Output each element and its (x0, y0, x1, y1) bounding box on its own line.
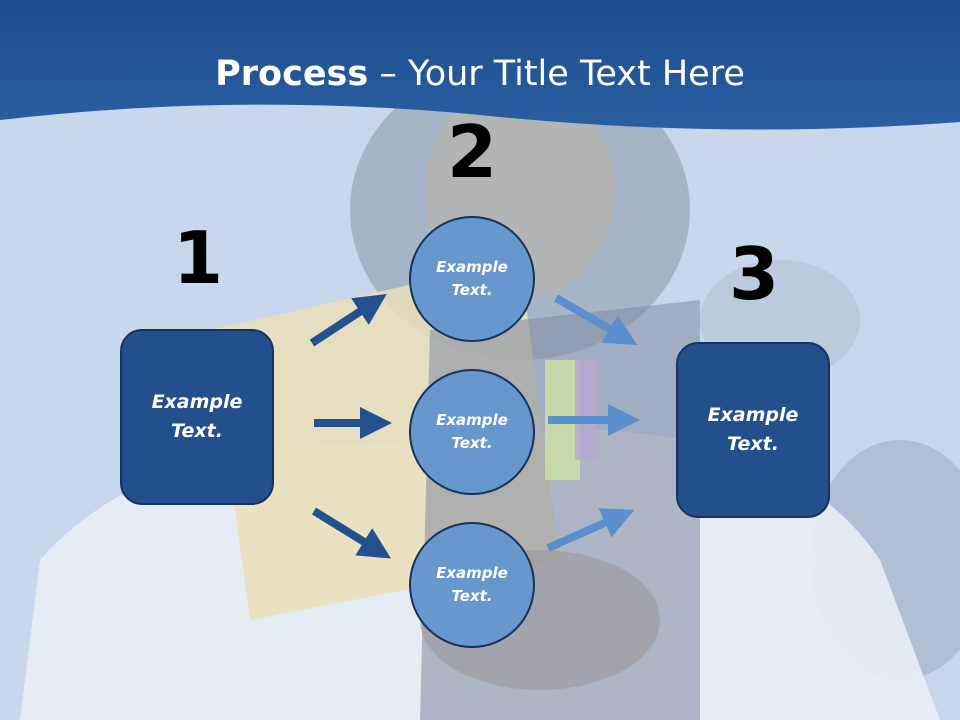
step-circle-bottom-text: Example Text. (436, 564, 508, 605)
step-circle-top[interactable]: Example Text. (409, 216, 535, 342)
step-box-3-text: Example Text. (707, 404, 799, 455)
step-box-3[interactable]: Example Text. (676, 342, 830, 518)
step-circle-bottom[interactable]: Example Text. (409, 522, 535, 648)
step-number-2: 2 (446, 110, 498, 194)
step-box-1-text: Example Text. (151, 391, 243, 442)
arrow-to-box-down-icon (553, 294, 638, 346)
arrow-right-down-icon (311, 507, 392, 559)
header-band (0, 0, 960, 130)
arrow-to-box-up-icon (546, 508, 635, 552)
title-rest: – Your Title Text Here (368, 54, 745, 94)
step-box-1[interactable]: Example Text. (120, 329, 274, 505)
step-circle-top-text: Example Text. (436, 258, 508, 299)
step-number-1: 1 (172, 216, 224, 300)
step-circle-middle[interactable]: Example Text. (409, 369, 535, 495)
title-bold: Process (215, 54, 369, 94)
step-circle-middle-text: Example Text. (436, 411, 508, 452)
step-number-3: 3 (728, 232, 780, 316)
arrow-right-up-icon (309, 294, 387, 347)
page-title: Process – Your Title Text Here (0, 52, 960, 96)
